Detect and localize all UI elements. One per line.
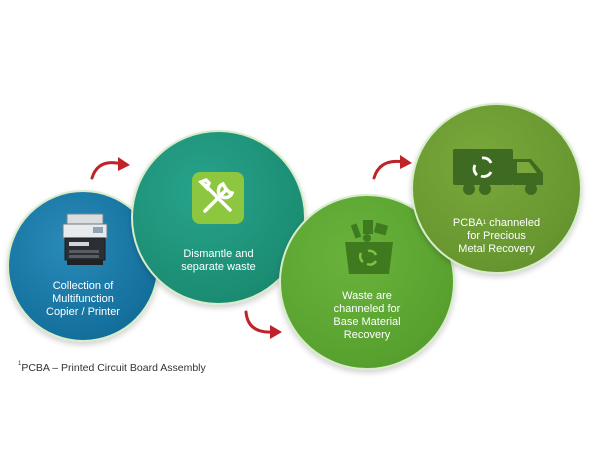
step-4-label-prefix: PCBA	[452, 217, 483, 229]
step-4-footnote-marker: 1	[482, 220, 487, 226]
step-3-label: Waste are channeled for Base Material Re…	[333, 290, 401, 341]
recycle-bin-icon	[345, 220, 393, 274]
step-4-label-rest: channeled for Precious Metal Recovery	[458, 217, 541, 255]
arrow-step3-to-step4	[372, 155, 412, 180]
tools-icon	[192, 172, 244, 224]
recycle-truck-icon	[453, 149, 543, 195]
footnote-text: PCBA – Printed Circuit Board Assembly	[21, 362, 206, 374]
step-4-label: PCBA1 channeled for Precious Metal Recov…	[413, 217, 580, 256]
arrow-step1-to-step2	[90, 157, 130, 180]
step-4-circle: PCBA1 channeled for Precious Metal Recov…	[411, 103, 582, 274]
step-1-label: Collection of Multifunction Copier / Pri…	[46, 280, 120, 318]
footnote: 1PCBA – Printed Circuit Board Assembly	[18, 361, 206, 374]
arrow-step2-to-step3	[244, 310, 282, 339]
footnote-marker: 1	[18, 361, 22, 367]
printer-icon	[62, 213, 108, 265]
step-2-circle: Dismantle and separate waste	[131, 130, 306, 305]
step-2-label: Dismantle and separate waste	[181, 248, 256, 273]
